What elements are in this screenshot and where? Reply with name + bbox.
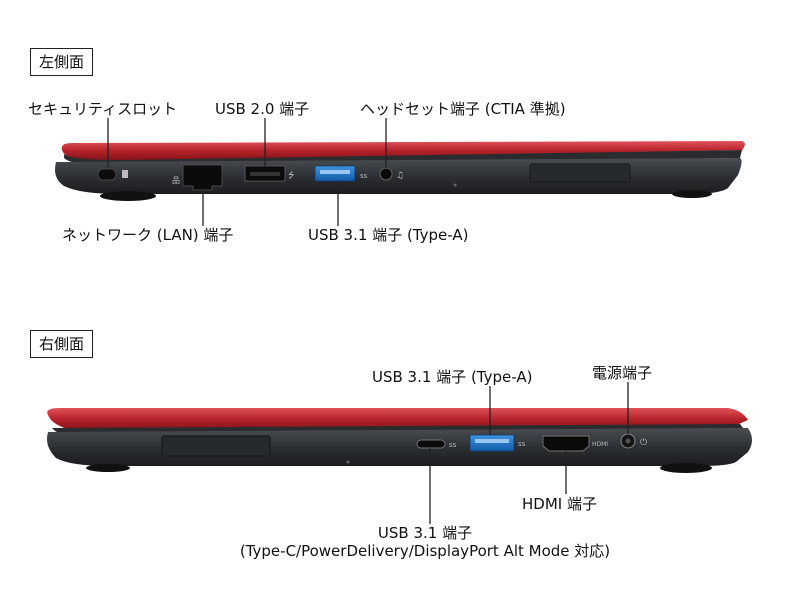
security-slot [97,168,117,181]
power-label: 電源端子 [592,364,653,382]
usb31a-left-label: USB 3.1 端子 (Type-A) [308,226,469,244]
power-icon: ⏻ [640,437,647,448]
usb-icon: ⭍ [288,171,295,180]
lan-label: ネットワーク (LAN) 端子 [62,226,234,244]
right-foot-front [86,464,130,472]
headset-icon: ♫ [396,171,404,181]
usbc-port [416,439,446,449]
usb31a-left-tongue [320,170,350,174]
lock-icon [122,170,128,178]
left-side-title: 左側面 [30,48,94,76]
hdmi-icon: HDMI [592,441,608,448]
usb-ss-right-icon: ss [518,440,526,448]
right-vent-panel [161,435,271,457]
hdmi-label: HDMI 端子 [522,495,597,513]
usb20-label: USB 2.0 端子 [215,100,310,118]
hdmi-port [542,435,590,452]
left-lid [61,141,745,163]
right-side-title: 右側面 [30,330,94,358]
usbc-ss-icon: ss [449,441,457,449]
network-icon: 品 [172,176,180,185]
lan-port [182,164,223,191]
usb20-tongue [250,172,280,176]
usb31a-right-tongue [475,439,509,443]
usbc-label-line1: USB 3.1 端子 [377,524,473,542]
usbc-label: USB 3.1 端子 (Type-C/PowerDelivery/Display… [210,524,640,560]
security-slot-label: セキュリティスロット [28,100,178,118]
usbc-label-line2: (Type-C/PowerDelivery/DisplayPort Alt Mo… [239,542,611,560]
left-side-laptop: 品 ⭍ ss ♫ [55,141,745,201]
right-foot-rear [660,463,712,473]
right-side-laptop: ss ss HDMI ⏻ [47,408,752,473]
left-screw [453,183,457,187]
headset-jack [379,167,393,181]
left-foot-front [100,191,156,201]
left-vent-panel [529,163,631,183]
left-foot-rear [672,190,712,198]
usb31a-right-label: USB 3.1 端子 (Type-A) [372,368,533,386]
right-screw [346,460,350,464]
usb-ss-icon: ss [360,172,368,180]
headset-label: ヘッドセット端子 (CTIA 準拠) [360,100,566,118]
power-jack-pin [625,438,631,444]
